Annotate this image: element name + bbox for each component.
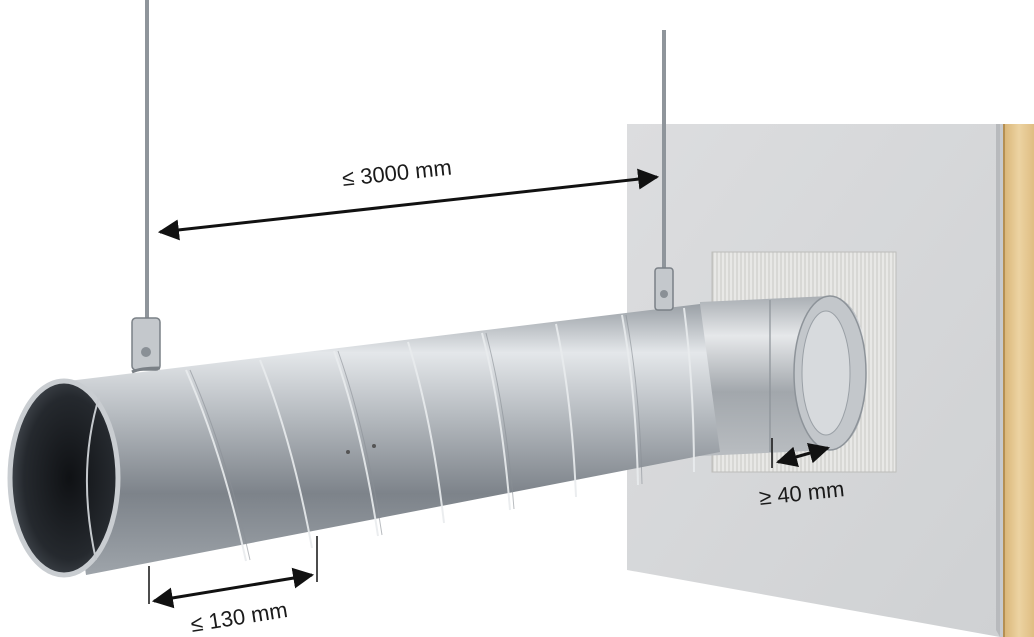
hanger-right xyxy=(654,30,674,311)
clamp-distance-label: ≤ 130 mm xyxy=(189,597,289,637)
spiral-seams xyxy=(185,307,695,562)
dimension-hanger-spacing: ≤ 3000 mm xyxy=(157,155,660,241)
wood-board xyxy=(1004,124,1034,637)
wall-edge xyxy=(996,124,1000,637)
wall-sleeve xyxy=(700,295,867,456)
hanger-left xyxy=(131,0,161,374)
pipe-clamp-left xyxy=(131,317,161,371)
double-arrow-icon xyxy=(157,168,660,241)
double-arrow-icon xyxy=(775,442,831,468)
double-arrow-icon xyxy=(151,567,315,609)
spiral-duct xyxy=(7,304,720,578)
pipe-clamp-right xyxy=(654,267,674,311)
hanger-spacing-label: ≤ 3000 mm xyxy=(341,155,453,191)
